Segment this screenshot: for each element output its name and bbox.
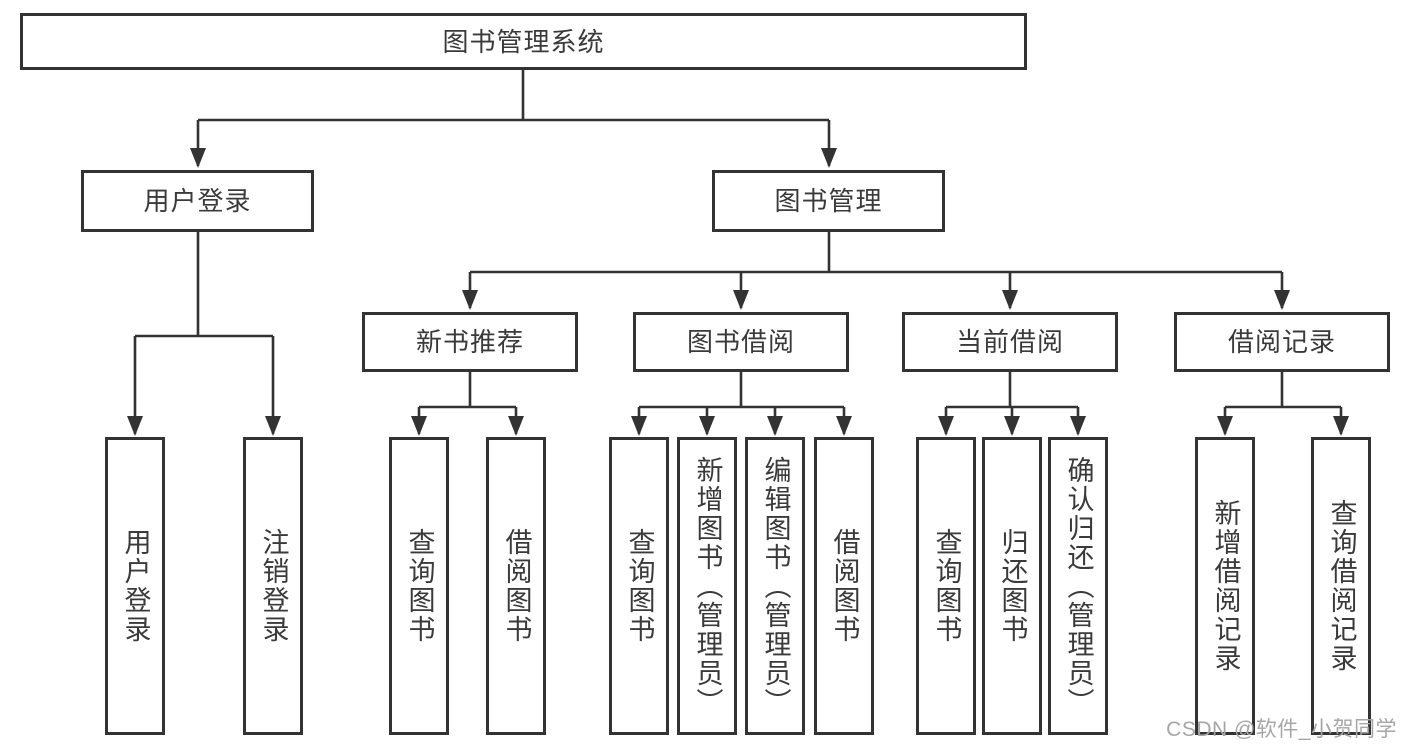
node-new-book-recommend: 新书推荐	[362, 312, 578, 372]
node-leaf-bb-borrow-books: 借阅图书	[814, 437, 874, 735]
node-leaf-nb-query-books: 查询图书	[389, 437, 449, 735]
node-user-login: 用户登录	[81, 170, 314, 232]
connector-arrows	[127, 120, 1349, 436]
node-leaf-cb-query-books: 查询图书	[916, 437, 976, 735]
node-label: 用户登录	[120, 528, 151, 644]
node-label: 归还图书	[997, 528, 1028, 644]
node-leaf-logout: 注销登录	[243, 437, 303, 735]
node-label: 借阅图书	[501, 528, 532, 644]
watermark: CSDN @软件_小贺同学	[1166, 718, 1397, 741]
node-leaf-cb-return-books: 归还图书	[982, 437, 1042, 735]
node-label: 确认归还（管理员）	[1063, 455, 1094, 717]
connector-bars	[135, 68, 1341, 409]
node-current-borrow: 当前借阅	[902, 312, 1118, 372]
node-label: 新增图书（管理员）	[692, 455, 723, 717]
node-leaf-bb-add-books-admin: 新增图书（管理员）	[677, 437, 737, 735]
node-label: 注销登录	[258, 528, 289, 644]
node-root: 图书管理系统	[20, 13, 1027, 70]
node-label: 编辑图书（管理员）	[760, 455, 791, 717]
node-leaf-br-add-record: 新增借阅记录	[1195, 437, 1255, 735]
node-leaf-nb-borrow-books: 借阅图书	[486, 437, 546, 735]
node-book-management: 图书管理	[712, 170, 945, 232]
node-label: 查询图书	[624, 528, 655, 644]
node-leaf-br-query-record: 查询借阅记录	[1311, 437, 1371, 735]
node-leaf-bb-query-books: 查询图书	[609, 437, 669, 735]
node-label: 借阅图书	[829, 528, 860, 644]
node-label: 新增借阅记录	[1210, 499, 1241, 673]
node-book-borrow: 图书借阅	[633, 312, 849, 372]
node-borrow-records: 借阅记录	[1174, 312, 1390, 372]
node-label: 查询图书	[404, 528, 435, 644]
node-leaf-bb-edit-books-admin: 编辑图书（管理员）	[745, 437, 805, 735]
node-leaf-user-login: 用户登录	[105, 437, 165, 735]
node-leaf-cb-confirm-return-admin: 确认归还（管理员）	[1048, 437, 1108, 735]
node-label: 查询图书	[931, 528, 962, 644]
node-label: 查询借阅记录	[1326, 499, 1357, 673]
